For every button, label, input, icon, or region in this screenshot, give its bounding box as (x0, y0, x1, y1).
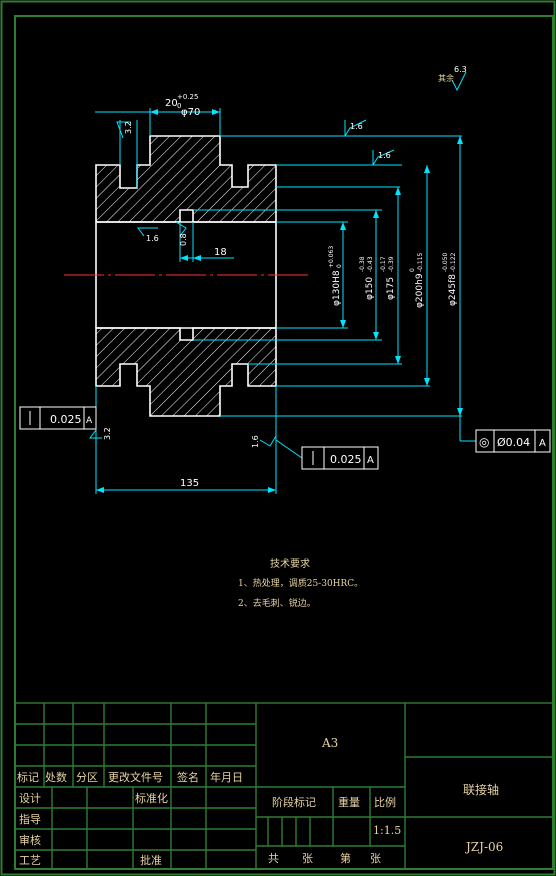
tech-req-item-2: 2、去毛刺、锐边。 (238, 597, 316, 609)
tb-sheets: 张 (302, 852, 313, 865)
roughness-bore: 1.6 (146, 234, 159, 243)
tb-scale-value: 1:1.5 (373, 824, 401, 837)
dim-245: φ245f8 (448, 274, 458, 306)
tb-review: 审核 (19, 833, 41, 847)
tb-mark: 标记 (17, 770, 39, 784)
groove-depth: 18 (214, 247, 227, 258)
dimension-texts: 其余 6.3 1.6 1.6 1.6 1.6 3.2 3.2 0.8 20 +0… (103, 65, 467, 489)
roughness-top-left: 3.2 (124, 121, 133, 134)
tech-requirements: 技术要求 1、热处理，调质25-30HRC。 2、去毛刺、锐边。 (238, 557, 363, 609)
roughness-note: 其余 (438, 73, 454, 83)
lower-wall-hatch (95, 327, 277, 417)
tolerance-frame-concentricity: ◎ Ø0.04 A (475, 429, 551, 453)
tol-right-value: 0.025 (330, 453, 362, 466)
tb-date: 年月日 (210, 770, 243, 784)
tb-sheet: 张 (370, 852, 381, 865)
dim-150-tol-low: -0.43 (367, 256, 374, 272)
dim-bore-tol-low: 0 (336, 264, 343, 268)
tol-left-value: 0.025 (50, 413, 82, 426)
part-section (64, 135, 312, 417)
title-block-texts: 标记 处数 分区 更改文件号 签名 年月日 设计 标准化 指导 审核 工艺 批准… (17, 736, 503, 867)
dim-245-tol-low: -0.122 (450, 252, 457, 272)
upper-wall-hatch (95, 135, 277, 223)
dim-245-tol: -0.050 (442, 252, 449, 272)
dim-150: φ150 (365, 277, 375, 300)
dim-175-tol: -0.17 (380, 256, 387, 272)
tech-req-item-1: 1、热处理，调质25-30HRC。 (238, 577, 363, 589)
tb-standard: 标准化 (135, 791, 168, 805)
dim-bore: φ130H8 (332, 270, 342, 306)
tb-zone: 分区 (76, 771, 98, 784)
dim-175: φ175 (386, 277, 396, 300)
dim-175-tol-low: -0.39 (388, 256, 395, 272)
diameter-70: φ70 (181, 107, 200, 118)
tb-count: 处数 (45, 771, 67, 784)
length-135: 135 (180, 478, 199, 489)
tb-drawing-no: JZJ-06 (464, 840, 503, 854)
tb-stage: 阶段标记 (272, 795, 316, 809)
dim-200-tol: 0 (409, 268, 416, 272)
dim-200: φ200h9 (415, 273, 425, 308)
concentricity-symbol: ◎ (479, 435, 489, 449)
tech-req-title: 技术要求 (270, 557, 310, 570)
tb-total: 共 (268, 852, 279, 865)
tb-signature: 签名 (177, 770, 199, 784)
tb-part-name: 联接轴 (463, 782, 499, 797)
roughness-note-value: 6.3 (454, 65, 467, 74)
tb-design: 设计 (19, 792, 41, 805)
tol-left-datum: A (86, 416, 93, 426)
groove-width-tol-low: 0 (177, 102, 181, 110)
dim-200-tol-low: -0.115 (417, 252, 424, 272)
dim-150-tol: -0.38 (359, 256, 366, 272)
dim-bore-tol: +0.063 (328, 246, 335, 268)
concentricity-value: Ø0.04 (497, 436, 530, 449)
arrowheads (96, 109, 463, 493)
tb-nth: 第 (340, 851, 351, 865)
dimensions (95, 108, 476, 494)
tolerance-frame-right: 0.025 A (301, 446, 379, 470)
tb-change-doc: 更改文件号 (108, 770, 163, 784)
roughness-slot-top: 1.6 (350, 122, 363, 131)
groove-width: 20 (165, 98, 178, 109)
roughness-groove: 0.8 (179, 233, 188, 246)
roughness-right-face: 1.6 (251, 435, 260, 448)
tb-sheet-size: A3 (321, 736, 338, 750)
concentricity-datum: A (539, 438, 546, 449)
tolerance-frame-left: 0.025 A (19, 406, 97, 430)
roughness-symbols (89, 71, 467, 447)
roughness-left-face: 3.2 (103, 427, 112, 440)
title-block (14, 702, 554, 870)
tb-approve: 批准 (140, 853, 162, 867)
tb-guide: 指导 (19, 812, 41, 826)
tb-scale-label: 比例 (374, 795, 396, 809)
tol-right-datum: A (367, 455, 374, 466)
tb-process: 工艺 (19, 854, 41, 867)
groove-width-tol: +0.25 (177, 93, 198, 101)
tb-weight: 重量 (338, 795, 360, 809)
roughness-step-top: 1.6 (378, 151, 391, 160)
